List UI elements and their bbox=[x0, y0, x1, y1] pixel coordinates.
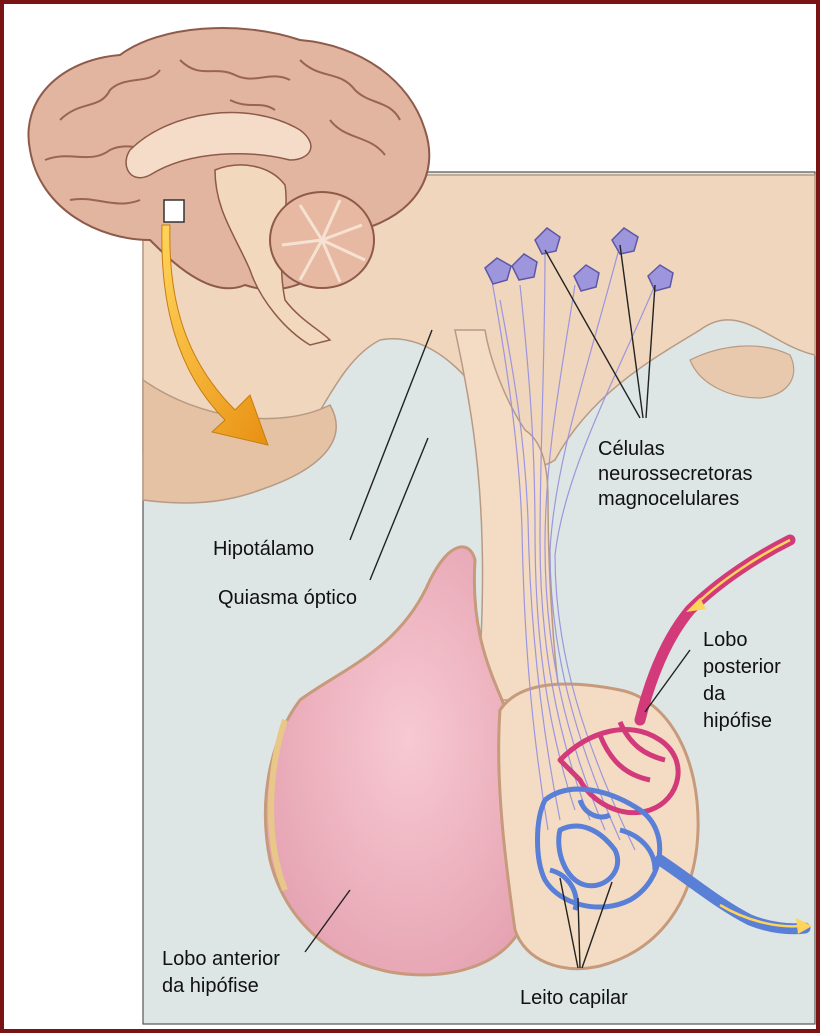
label-lobo-anterior: Lobo anterior da hipófise bbox=[162, 946, 280, 1000]
label-leito-capilar: Leito capilar bbox=[520, 986, 628, 1011]
label-celulas-neurossecretoras: Células neurossecretoras magnocelulares bbox=[598, 437, 753, 512]
label-quiasma-optico: Quiasma óptico bbox=[218, 586, 357, 611]
label-hipotalamo: Hipotálamo bbox=[213, 537, 314, 562]
label-lobo-posterior: Lobo posterior da hipófise bbox=[703, 627, 781, 735]
